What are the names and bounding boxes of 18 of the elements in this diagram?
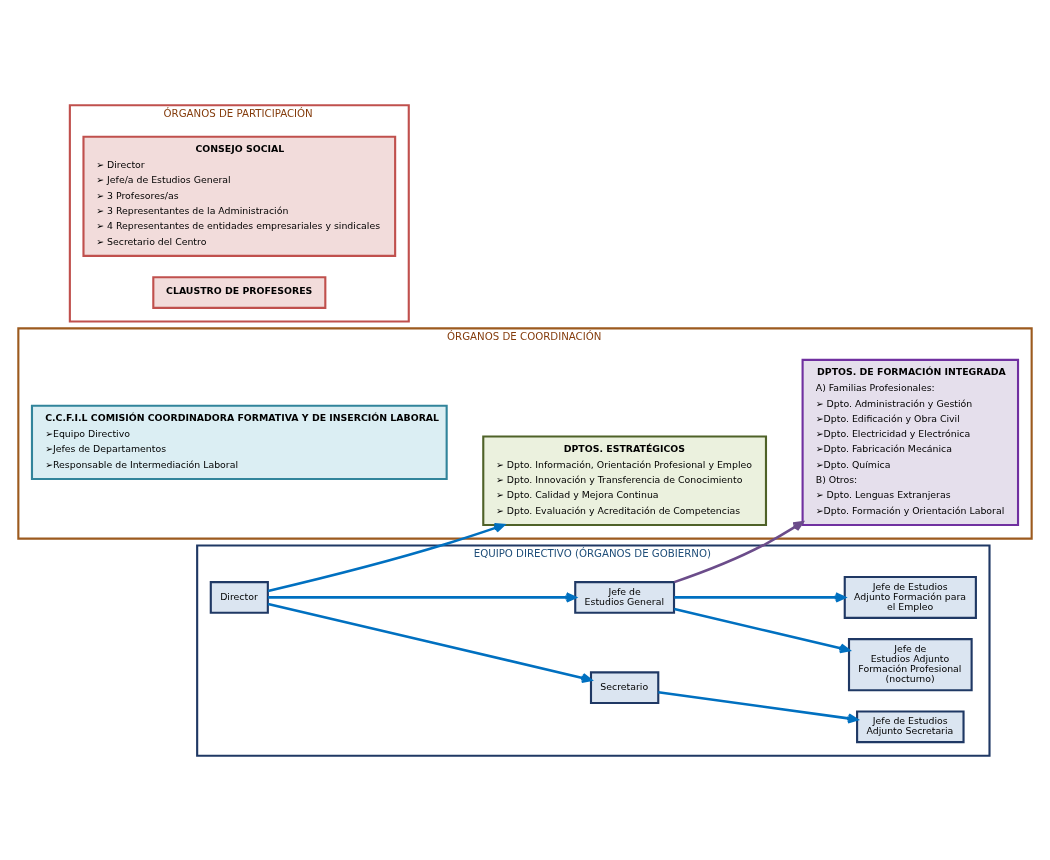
node-box: CLAUSTRO DE PROFESORES xyxy=(152,275,327,309)
node-box: DPTOS. DE FORMACIÓN INTEGRADA A) Familias Profesionales: ➢ Dpto. Administración y Gestión ➢Dpto. Edificación y Obra Civil ➢Dpto. Electricidad y Electrónica ➢Dpto. Fabricación Mecánica ➢Dpto. Química B) Otros: ➢ Dpto. Lenguas Extranjeras ➢Dpto. Formación y Orientación Laboral xyxy=(801,358,1020,526)
arrow xyxy=(267,602,593,683)
node-box: Jefe de Estudios Adjunto Secretaria xyxy=(856,709,965,743)
node-box: DPTOS. ESTRATÉGICOS ➢ Dpto. Información, Orientación Profesional y Empleo ➢ Dpto. Innovación y Transferencia de Conocimiento ➢ Dpto. Calidad y Mejora Continua ➢ Dpto. Evaluación y Acreditación de Competencias xyxy=(482,434,768,526)
node-box: CONSEJO SOCIAL ➢ Director ➢ Jefe/a de Estudios General ➢ 3 Profesores/as ➢ 3 Representantes de la Administración ➢ 4 Representantes de entidades empresariales y sindicales ➢ Secretario del Centro xyxy=(82,135,397,257)
node-box: Jefe de Estudios General xyxy=(574,580,676,614)
node-box: Jefe de Estudios Adjunto Formación para el Empleo xyxy=(843,575,977,619)
node-box: Secretario xyxy=(589,670,660,704)
arrow xyxy=(674,607,851,653)
arrow xyxy=(674,591,846,602)
arrow xyxy=(673,520,804,583)
arrow xyxy=(658,690,859,723)
node-box: C.C.F.I.L COMISIÓN COORDINADORA FORMATIVA Y DE INSERCIÓN LABORAL ➢Equipo Directivo ➢Jefes de Departamentos ➢Responsable de Intermediación Laboral xyxy=(30,404,448,480)
arrow xyxy=(267,522,505,592)
arrow xyxy=(268,591,577,602)
node-box: Director xyxy=(209,580,269,614)
node-box: Jefe de Estudios Adjunto Formación Profesional (nocturno) xyxy=(847,637,973,691)
